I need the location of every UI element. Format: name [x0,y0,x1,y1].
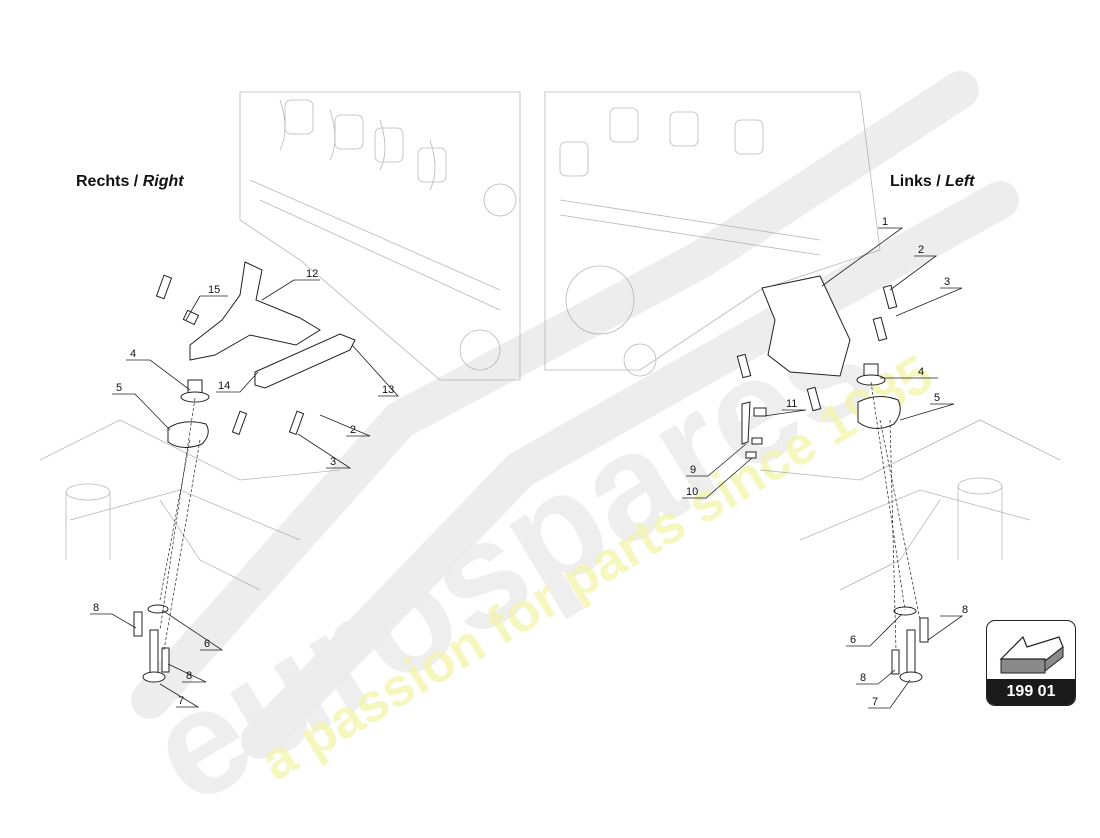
arrow-box-icon [999,635,1064,674]
left-engine-block [544,91,881,377]
title-right-de: Rechts / [76,173,139,190]
callout-number: 7 [178,695,185,707]
title-left: Links / Left [890,173,974,191]
link-arm-13 [254,333,356,389]
strap-9 [741,401,751,445]
callout-number: 2 [350,424,357,436]
callout-number: 15 [208,284,221,296]
callout-number: 12 [306,268,319,280]
callout-number: 10 [686,486,699,498]
exploded-parts-diagram [39,91,1061,709]
callout-number: 9 [690,464,697,476]
callout-number: 4 [130,348,137,360]
engine-mount-5-left [857,396,901,429]
callout-number: 3 [330,456,337,468]
title-right: Rechts / Right [76,173,184,191]
callout-number: 3 [944,276,951,288]
section-code: 199 01 [987,679,1075,705]
callout-number: 11 [786,398,798,410]
title-left-de: Links / [890,173,941,190]
callout-number: 8 [860,672,867,684]
bracket-12 [189,261,321,361]
callout-number: 5 [116,382,123,394]
callout-number: 6 [850,634,857,646]
callout-number: 1 [882,216,889,228]
right-engine-block [239,91,521,381]
title-right-en: Right [142,173,184,190]
left-subframe [759,419,1061,591]
callout-number: 14 [218,380,231,392]
callout-number: 4 [918,366,925,378]
title-left-en: Left [945,173,975,190]
callout-number: 7 [872,696,879,708]
engine-mount-5 [167,421,209,448]
callout-number: 6 [204,638,211,650]
callout-number: 8 [93,602,100,614]
callout-number: 8 [186,670,193,682]
callout-number: 8 [962,604,969,616]
callout-number: 2 [918,244,925,256]
callout-number: 5 [934,392,941,404]
callout-number: 13 [382,384,395,396]
section-badge[interactable]: 199 01 [986,620,1076,706]
right-subframe [39,419,341,591]
bracket-1 [761,275,851,377]
